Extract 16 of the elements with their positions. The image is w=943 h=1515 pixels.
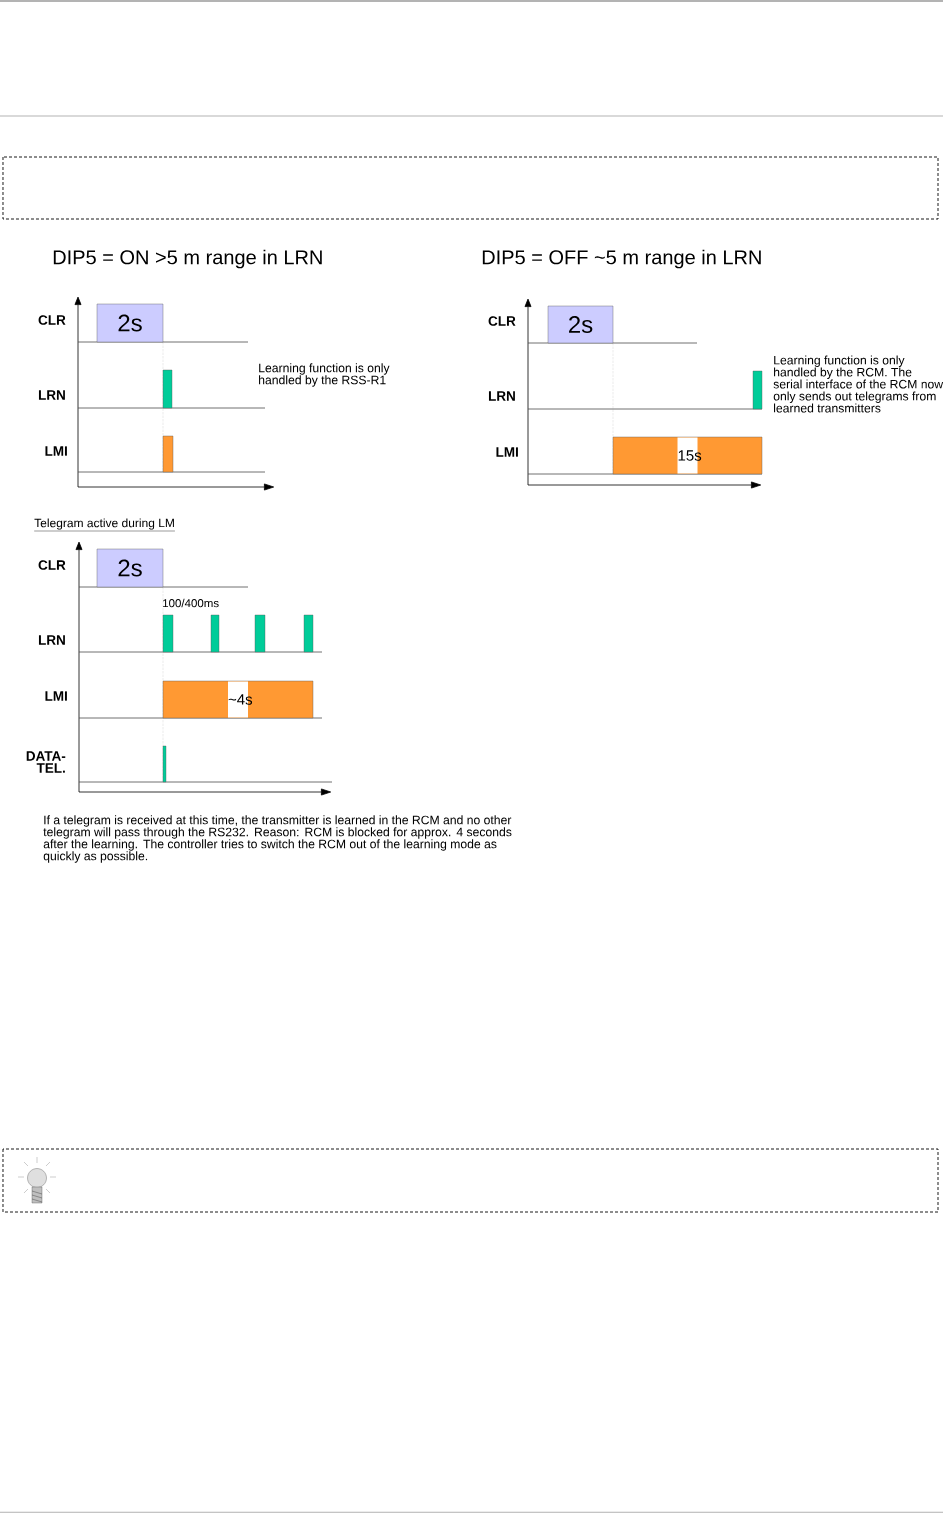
signal-name: CLR: [488, 316, 516, 326]
signal-name: LRN: [38, 635, 65, 645]
signal-name: DATA- TEL.: [26, 751, 66, 773]
signal-name: LMI: [496, 447, 518, 457]
signal-name: CLR: [38, 560, 66, 570]
timing-label: 100/400ms: [163, 598, 219, 608]
signal-name: LMI: [45, 691, 67, 701]
pulse-box: 2s: [96, 303, 164, 343]
note-text: Learning function is only handled by the RSS-R1: [259, 363, 390, 387]
signal-name: LMI: [45, 446, 67, 456]
signal-name: LRN: [38, 390, 65, 400]
note-text: If a telegram is received at this time, the transmitter is learned in the RCM and no other telegram will pass through the RS232. Reason: RCM is blocked for approx. 4 seconds after the learning. The controller tries to switch the RCM out of the learning mode as quickly as possible.: [43, 815, 512, 863]
signal-name: LRN: [488, 391, 515, 401]
pulse-box: 2s: [547, 305, 614, 344]
pulse-box: 2s: [96, 548, 164, 588]
signal-name: CLR: [38, 315, 66, 325]
